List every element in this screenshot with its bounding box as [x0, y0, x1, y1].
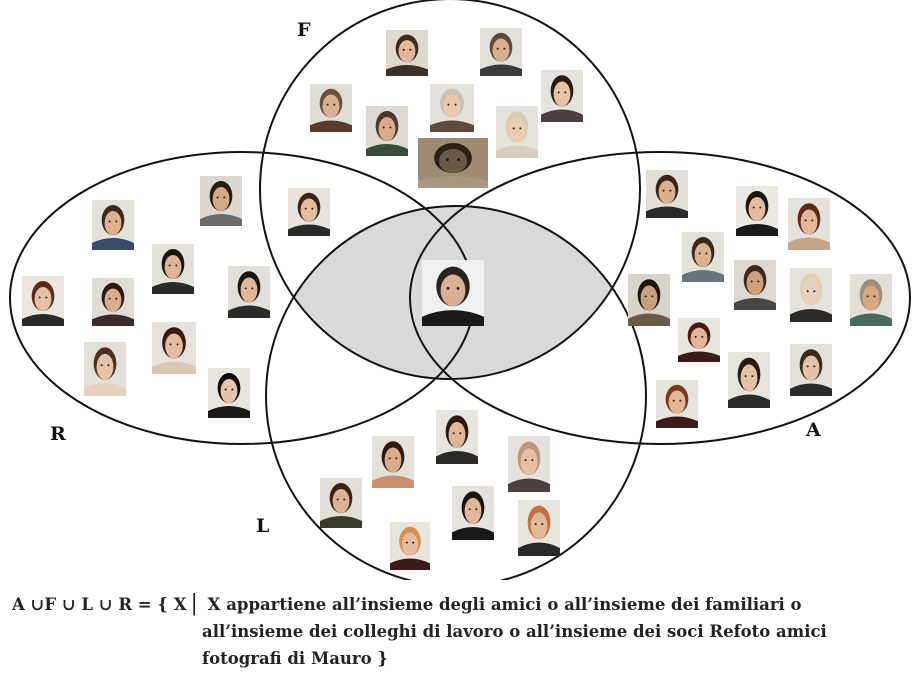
such-that-bar: |	[190, 591, 198, 616]
portrait-photo	[228, 266, 270, 318]
portrait-photo	[496, 106, 538, 158]
portrait-photo	[736, 186, 778, 236]
set-a-ellipse	[409, 151, 911, 445]
portrait-photo	[92, 200, 134, 250]
portrait-photo	[628, 274, 670, 326]
portrait-photo	[436, 410, 478, 464]
portrait-photo	[386, 30, 428, 76]
set-label-r: R	[50, 423, 66, 445]
set-label-f: F	[297, 19, 311, 41]
portrait-photo	[734, 260, 776, 310]
portrait-photo	[418, 138, 488, 188]
portrait-photo	[508, 436, 550, 492]
portrait-photo	[728, 352, 770, 408]
center-intersection-shading	[266, 206, 640, 379]
caption-text-line-2: all’insieme dei colleghi di lavoro o all…	[202, 622, 827, 641]
portrait-photo	[84, 342, 126, 396]
portrait-photo	[480, 28, 522, 76]
caption-line-1: A ∪F ∪ L ∪ R = { X| X appartiene all’ins…	[12, 591, 802, 616]
center-portrait	[422, 260, 484, 326]
set-label-l: L	[256, 515, 269, 537]
portrait-photo	[788, 198, 830, 250]
portrait-photo	[452, 486, 494, 540]
portrait-photo	[22, 276, 64, 326]
set-label-a: A	[805, 419, 821, 441]
portrait-photo	[152, 322, 196, 374]
portrait-photo	[790, 268, 832, 322]
portrait-photo	[646, 170, 688, 218]
union-formula: A ∪F ∪ L ∪ R = { X	[12, 595, 187, 614]
venn-diagram: F R A L	[9, 0, 911, 580]
portrait-photo	[320, 478, 362, 528]
set-f-circle	[259, 0, 641, 380]
portrait-photo	[850, 274, 892, 326]
portrait-photo	[430, 84, 474, 132]
caption-text-line-3: fotografi di Mauro }	[202, 649, 388, 668]
portrait-photo	[92, 278, 134, 326]
portrait-photo	[372, 436, 414, 488]
portrait-photos	[22, 28, 892, 570]
portrait-photo	[208, 368, 250, 418]
portrait-photo	[656, 380, 698, 428]
set-definition-caption: A ∪F ∪ L ∪ R = { X| X appartiene all’ins…	[12, 590, 912, 672]
portrait-photo	[390, 522, 430, 570]
portrait-photo	[541, 70, 583, 122]
portrait-photo	[152, 244, 194, 294]
portrait-photo	[200, 176, 242, 226]
portrait-photo	[682, 232, 724, 282]
portrait-photo	[310, 84, 352, 132]
caption-text-line-1: X appartiene all’insieme degli amici o a…	[207, 595, 802, 614]
portrait-photo	[678, 318, 720, 362]
portrait-photo	[288, 188, 330, 236]
portrait-photo	[518, 500, 560, 556]
portrait-photo	[790, 344, 832, 396]
set-l-circle	[265, 205, 647, 580]
portrait-photo	[366, 106, 408, 156]
